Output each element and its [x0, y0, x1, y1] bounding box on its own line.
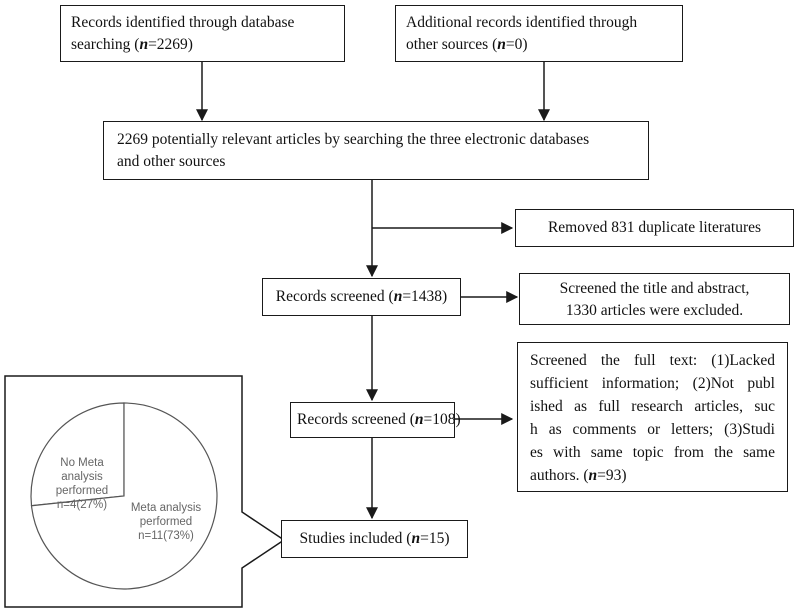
relevant-line2: and other sources — [117, 153, 226, 170]
included-n: n — [411, 530, 421, 547]
fulltext-line2: sufficient information; (2)Not publ — [530, 375, 775, 392]
pie-label-meta-l3: n=11(73%) — [138, 530, 194, 542]
fulltext-line1: Screened the full text: (1)Lacked — [530, 352, 775, 369]
pie-label-no-meta-l2: analysis — [61, 471, 103, 483]
fulltext-n: n — [588, 467, 598, 484]
box-other-sources: Additional records identified through ot… — [395, 5, 683, 62]
db-search-n: n — [139, 36, 149, 53]
other-sources-n: n — [497, 36, 506, 53]
pie-label-no-meta-l3: performed — [55, 485, 109, 497]
box-records-screened-1438: Records screened (n=1438) — [262, 278, 461, 316]
relevant-line1: 2269 potentially relevant articles by se… — [117, 131, 590, 148]
pie-label-no-meta-l1: No Meta — [60, 457, 104, 469]
db-search-line2-post: =2269) — [148, 36, 193, 53]
db-search-line1: Records identified through database — [71, 14, 295, 31]
screened2-pre: Records screened ( — [297, 411, 415, 428]
pie-slice-meta — [30, 402, 218, 590]
box-records-screened-108: Records screened (n=108) — [290, 402, 461, 438]
fulltext-line6-post: =93) — [597, 467, 627, 484]
box-potentially-relevant: 2269 potentially relevant articles by se… — [103, 121, 649, 180]
fulltext-line6-pre: authors. ( — [530, 467, 589, 484]
included-post: =15) — [420, 530, 450, 547]
box-duplicates-removed: Removed 831 duplicate literatures — [515, 209, 794, 247]
title-abstract-line1: Screened the title and abstract, — [559, 280, 750, 297]
db-search-line2-pre: searching ( — [71, 36, 140, 53]
pie-label-no-meta: No Meta analysis performed n=4(27%) — [46, 456, 118, 512]
box-full-text-excluded: Screened the full text: (1)Lacked suffic… — [517, 342, 788, 492]
pie-label-no-meta-l4: n=4(27%) — [56, 499, 108, 511]
box-studies-included: Studies included (n=15) — [281, 520, 468, 558]
other-sources-line2-pre: other sources ( — [406, 36, 498, 53]
pie-slice-no-meta — [30, 402, 125, 507]
other-sources-line1: Additional records identified through — [406, 14, 638, 31]
screened2-n: n — [414, 411, 424, 428]
pie-label-meta: Meta analysis performed n=11(73%) — [116, 501, 216, 543]
screened2-post: =108) — [423, 411, 461, 428]
box-database-searching: Records identified through database sear… — [60, 5, 345, 62]
pie-chart — [30, 402, 218, 590]
screened1-pre: Records screened ( — [275, 288, 394, 305]
title-abstract-line2: 1330 articles were excluded. — [565, 302, 744, 319]
screened1-post: =1438) — [402, 288, 448, 305]
pie-label-meta-l2: performed — [139, 516, 193, 528]
fulltext-line5: es with same topic from the same — [530, 444, 775, 461]
fulltext-line4: h as comments or letters; (3)Studi — [530, 421, 775, 438]
screened1-n: n — [393, 288, 403, 305]
duplicates-text: Removed 831 duplicate literatures — [547, 219, 762, 236]
other-sources-line2-post: =0) — [505, 36, 528, 53]
fulltext-line3: ished as full research articles, suc — [530, 398, 775, 415]
included-pre: Studies included ( — [299, 530, 412, 547]
box-title-abstract-excluded: Screened the title and abstract, 1330 ar… — [519, 273, 790, 325]
pie-label-meta-l1: Meta analysis — [130, 502, 202, 514]
